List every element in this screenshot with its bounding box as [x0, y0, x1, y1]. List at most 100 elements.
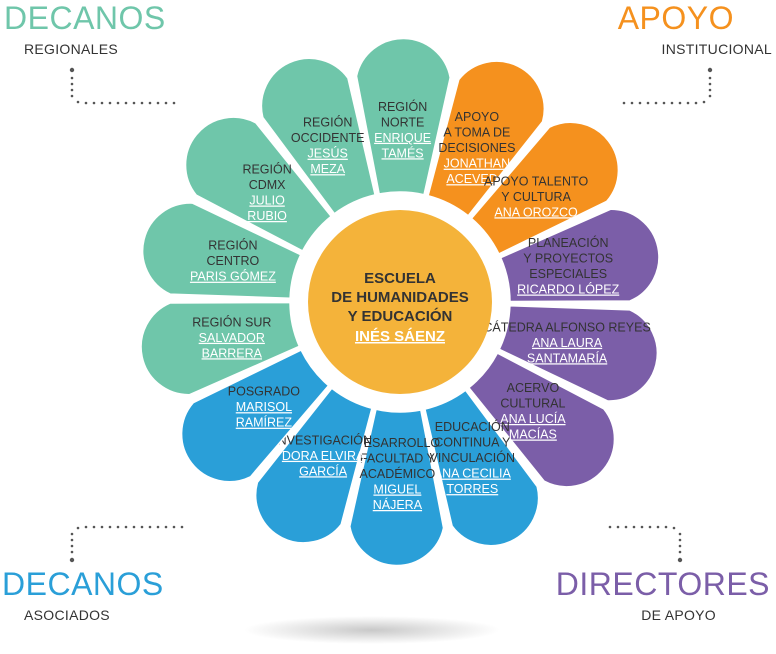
segment-label-line-3: ESPECIALES [529, 267, 607, 281]
corner-subtitle: INSTITUCIONAL [661, 41, 772, 57]
segment-shape [254, 387, 373, 544]
segment-label-line-3: VINCULACIÓN [430, 450, 515, 465]
segment-person-name[interactable]: ANA OROZCO [494, 205, 578, 219]
segment-person-name[interactable]: GARCÍA [299, 463, 348, 478]
segment-person-name[interactable]: NÁJERA [373, 497, 423, 512]
segment-person-name[interactable]: TAMÉS [382, 145, 424, 160]
segment-label-line-1: REGIÓN SUR [192, 314, 271, 329]
segment-label-line-2: OCCIDENTE [291, 131, 365, 145]
corner-title: DECANOS [4, 0, 166, 36]
segment-person-name[interactable]: RICARDO LÓPEZ [517, 282, 619, 297]
segment-person-name[interactable]: RUBIO [247, 209, 287, 223]
segment-person-name[interactable]: SANTAMARÍA [527, 350, 608, 365]
connector-apoyo-institucional [622, 67, 713, 105]
segment-shape [499, 208, 660, 303]
segment-person-name[interactable]: BARRERA [202, 346, 263, 360]
segment-label-line-1: EDUCACIÓN [435, 419, 510, 434]
corner-subtitle: ASOCIADOS [24, 607, 110, 623]
segment-label-line-2: Y CULTURA [501, 190, 571, 204]
corner-subtitle: REGIONALES [24, 41, 119, 57]
segment-label-line-2: CDMX [249, 178, 286, 192]
corner-title: DECANOS [2, 566, 164, 602]
segment-person-name[interactable]: ACEVEDO [446, 172, 507, 186]
segment-person-name[interactable]: MIGUEL [373, 483, 421, 497]
center-name: INÉS SÁENZ [355, 328, 445, 345]
segment-person-name[interactable]: ANA LUCÍA [500, 411, 566, 426]
segment-label-line-1: APOYO TALENTO [484, 174, 588, 188]
center-title-line-2: DE HUMANIDADES [331, 289, 469, 306]
segment-person-name[interactable]: ANA LAURA [532, 336, 603, 350]
segment-person-name[interactable]: JULIO [249, 194, 285, 208]
segment-shape [260, 57, 377, 215]
segment-person-name[interactable]: JONATHAN [444, 157, 510, 171]
segment-shape [498, 305, 658, 402]
segment-person-name[interactable]: SALVADOR [199, 331, 265, 345]
segment-shape [184, 116, 333, 252]
connector-decanos-regionales [69, 67, 176, 105]
segment-label-line-1: INVESTIGACIÓN [274, 432, 372, 447]
segment-person-name[interactable]: JESÚS [308, 146, 348, 161]
segment-person-name[interactable]: DORA ELVIRA [282, 449, 365, 463]
segment-person-name[interactable]: MARISOL [236, 400, 292, 414]
corner-decanos-regionales: DECANOS REGIONALES [4, 2, 166, 56]
corner-title: APOYO [617, 0, 734, 36]
segment-label-line-3: DECISIONES [438, 141, 515, 155]
segment-label-line-1: DESARROLLO [355, 436, 441, 450]
center-title-line-1: ESCUELA [364, 270, 436, 287]
segment-label-line-1: POSGRADO [228, 385, 301, 399]
segment-label-line-2: CULTURAL [500, 397, 565, 411]
segment-label-line-1: REGIÓN [303, 115, 352, 130]
segment-person-name[interactable]: MEZA [310, 162, 345, 176]
segment-person-name[interactable]: ENRIQUE [374, 131, 431, 145]
segment-label-line-3: ACADÉMICO [360, 466, 436, 481]
center-disc [308, 210, 492, 394]
segment-label-line-1: APOYO [455, 110, 500, 124]
segment-label-line-2: FACULTAD Y [360, 452, 436, 466]
segment-label-line-1: CÁTEDRA ALFONSO REYES [483, 319, 650, 334]
center-title-line-3: Y EDUCACIÓN [348, 307, 453, 325]
segment-label-line-2: CONTINUA Y [434, 436, 511, 450]
segment-shape [180, 349, 330, 483]
segment-label-line-1: PLANEACIÓN [528, 235, 609, 250]
corner-directores-apoyo: DIRECTORES DE APOYO [556, 568, 770, 622]
segment-shape [349, 408, 445, 567]
segment-label-line-2: Y PROYECTOS [523, 252, 613, 266]
connector-directores-apoyo [608, 525, 683, 563]
corner-decanos-asociados: DECANOS ASOCIADOS [2, 568, 164, 622]
wheel-shadow [244, 616, 500, 644]
segment-shape [467, 352, 616, 488]
segment-person-name[interactable]: RAMÍREZ [236, 415, 293, 430]
segment-label-line-1: REGIÓN [378, 99, 427, 114]
segment-person-name[interactable]: MACÍAS [509, 427, 557, 442]
center-circle: ESCUELA DE HUMANIDADES Y EDUCACIÓN INÉS … [308, 210, 492, 394]
segment-shape [140, 301, 301, 396]
segment-shape [423, 389, 540, 547]
segment-label-line-1: ACERVO [507, 381, 560, 395]
corner-apoyo-institucional: APOYO INSTITUCIONAL [618, 2, 772, 56]
segment-shape [142, 202, 302, 299]
segment-person-name[interactable]: PARIS GÓMEZ [190, 269, 276, 284]
segment-person-name[interactable]: TORRES [446, 482, 498, 496]
segment-person-name[interactable]: ANA CECILIA [434, 467, 512, 481]
segment-shape [470, 121, 620, 255]
segment-label-line-2: CENTRO [207, 254, 260, 268]
segment-shape [427, 60, 546, 217]
segment-label-line-1: REGIÓN [208, 238, 257, 253]
connector-decanos-asociados [69, 525, 184, 563]
segment-label-line-2: A TOMA DE [443, 126, 510, 140]
segment-label-line-1: REGIÓN [242, 162, 291, 177]
